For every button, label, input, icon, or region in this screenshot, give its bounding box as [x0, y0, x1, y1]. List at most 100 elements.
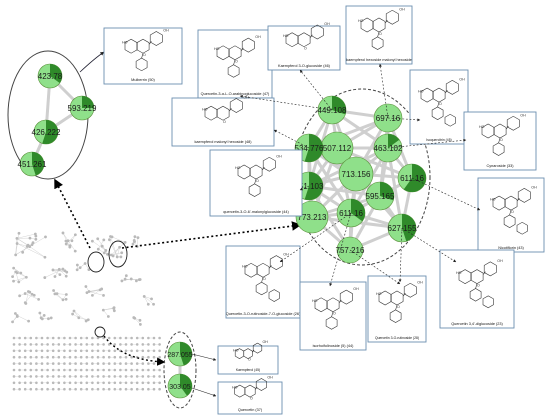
compound-name: Kaempferol (45): [236, 368, 260, 372]
compound-box-frame: [209, 149, 303, 217]
atom-label: O: [256, 179, 259, 183]
overview-cluster: [71, 309, 90, 323]
compound-box-frame: [197, 29, 273, 99]
overview-cluster: [90, 237, 109, 256]
node-to-compound-arrow: [349, 249, 401, 285]
compound-name: Quercetin 3-O-rutinoside (28): [375, 336, 419, 340]
chemical-structure: HO OH O: [490, 185, 537, 235]
node-label: 593.219: [68, 104, 97, 113]
node-label: 611.16: [400, 174, 424, 183]
arrow-to-central-network: [121, 221, 302, 249]
compound-box-frame: [477, 177, 545, 253]
overview-cluster: [52, 289, 68, 302]
singleton-grid: [12, 336, 161, 391]
atom-label: O: [143, 53, 146, 57]
overview-cluster: [108, 235, 127, 259]
atom-label: HO: [490, 197, 496, 201]
node-label: 451.261: [18, 160, 47, 169]
compound-name: Quercetin 3,4'-diglucoside (23): [451, 322, 503, 326]
atom-label: O: [263, 277, 266, 281]
compound-name: quercetin-3-O-6'-malonylglucoside (44): [223, 210, 289, 214]
network-node: [338, 156, 374, 192]
overview-cluster: [142, 295, 155, 306]
compound-box-frame: [299, 281, 367, 351]
atom-label: O: [500, 138, 503, 142]
overview-cluster: [101, 306, 116, 318]
atom-label: HO: [242, 265, 248, 269]
atom-label: HO: [122, 40, 128, 44]
overview-cluster: [43, 267, 69, 279]
compound-name: isorhoifolinoside (5) (44): [313, 344, 354, 348]
network-node: [69, 95, 95, 121]
overview-cluster: [14, 231, 47, 259]
compound-name: Quercetin (37): [238, 408, 263, 412]
atom-label: O: [304, 46, 307, 50]
atom-label: HO: [232, 386, 238, 390]
compound-name: Quercetin-3-α-L-O-arabinoglucoside (47): [201, 92, 270, 96]
link-left-cluster-mulberrin: [79, 51, 105, 73]
compound-name: Kaempferol 3-O-glucoside (46): [278, 64, 331, 68]
network-node: [33, 119, 59, 145]
atom-label: OH: [531, 185, 537, 189]
overview-network: [11, 231, 161, 391]
compound-box-frame: [267, 25, 341, 71]
atom-label: O: [397, 305, 400, 309]
atom-label: OH: [267, 376, 273, 380]
chemical-structure: HO OH O: [358, 7, 405, 50]
overview-cluster: [84, 285, 105, 297]
node-to-compound-arrow: [387, 117, 421, 122]
node-to-compound-arrow: [299, 69, 333, 111]
atom-label: O: [379, 32, 382, 36]
atom-label: OH: [417, 280, 423, 284]
node-to-compound-arrow: [273, 129, 310, 149]
node-to-compound-arrow: [239, 94, 333, 111]
node-to-compound-arrow: [411, 177, 481, 211]
network-node: [19, 151, 45, 177]
compound-box-frame: [463, 111, 537, 171]
node-to-compound-arrow: [387, 138, 467, 149]
overview-cluster: [38, 311, 53, 321]
atom-label: O: [439, 102, 442, 106]
atom-label: HO: [456, 271, 462, 275]
atom-label: HO: [358, 19, 364, 23]
atom-label: O: [333, 312, 336, 316]
atom-label: O: [223, 120, 226, 124]
node-to-compound-arrow: [191, 353, 217, 361]
overview-highlight-ring: [94, 326, 106, 338]
network-node: [295, 200, 329, 234]
atom-label: O: [511, 210, 514, 214]
arrow-to-left-cluster: [54, 178, 91, 249]
node-label: 534.776: [295, 144, 324, 153]
compound-box-quercetin-rutinoside-glucoside: HOOHOQuercetin-3-O-rutinoside-7-O-glucos…: [225, 245, 301, 319]
atom-label: OH: [243, 96, 249, 100]
node-label: 773.213: [298, 213, 327, 222]
compound-box-frame: [367, 275, 427, 343]
compound-box-frame: [345, 5, 413, 65]
compound-box-frame: [217, 381, 283, 415]
atom-label: O: [250, 397, 253, 401]
atom-label: OH: [399, 7, 405, 11]
atom-label: HO: [235, 166, 241, 170]
node-label: 611.16: [339, 209, 363, 218]
bottom-cluster-ellipse: [163, 331, 197, 409]
atom-label: HO: [214, 47, 220, 51]
atom-label: OH: [163, 29, 169, 33]
compound-box-quercetin: HO OH O Quercetin (37): [217, 376, 283, 415]
